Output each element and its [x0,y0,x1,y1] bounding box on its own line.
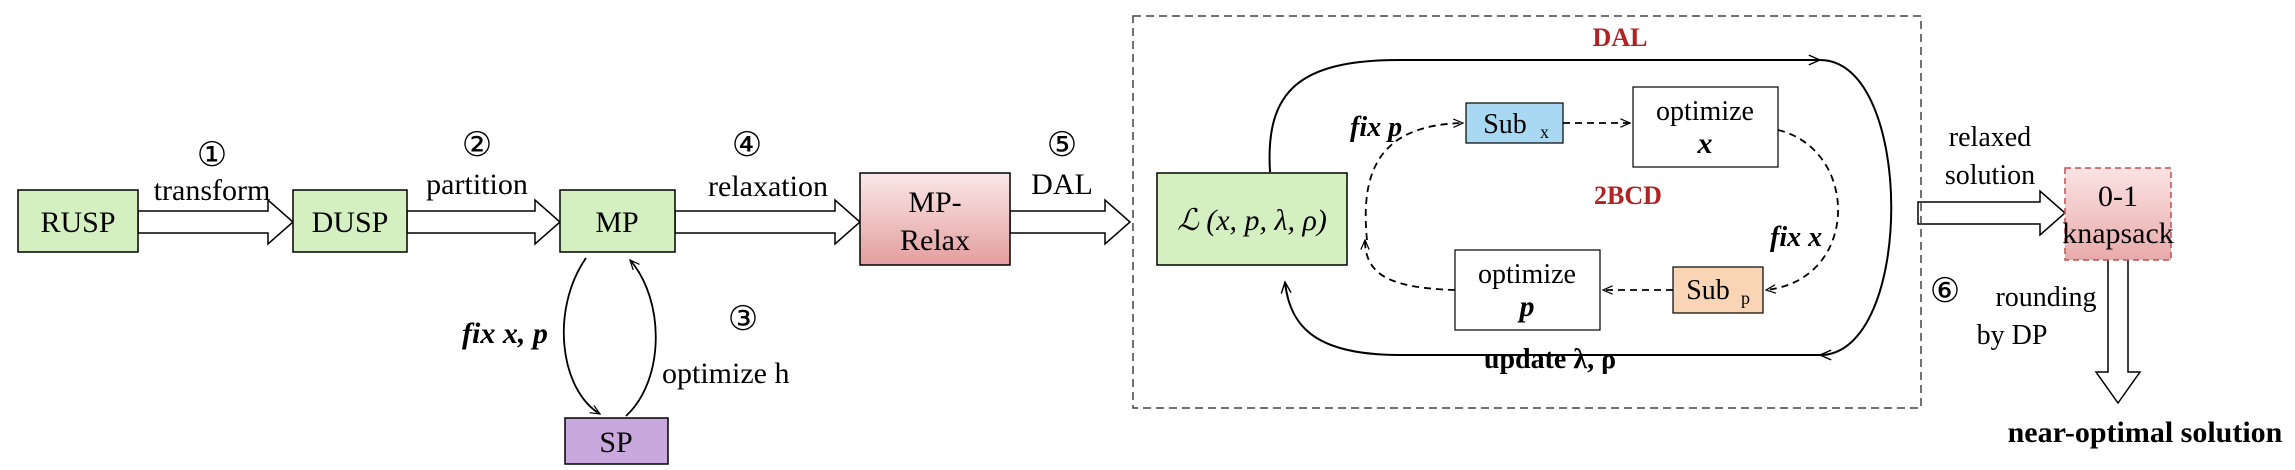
update-label: update λ, ρ [1484,344,1616,375]
optimize-p-box[interactable] [1454,249,1601,331]
arrow-optx-to-subp [1766,129,1839,290]
sub-x-label: Sub [1483,109,1527,140]
fix-xp-label: fix x, p [462,317,548,350]
step-2-number: ② [462,127,492,164]
dal-region-title: DAL [1593,23,1648,52]
lagrangian-label: ℒ (x, p, λ, ρ) [1177,204,1327,237]
arrow-dal-knapsack [1917,189,2067,237]
sub-p-subscript: p [1741,288,1750,308]
knapsack-label-2: knapsack [2062,217,2174,250]
sp-label: SP [599,426,632,459]
step-4-number: ④ [732,127,762,164]
arrow-knapsack-final [2094,257,2142,405]
arrow-mprelax-dal [1009,198,1132,246]
dusp-label: DUSP [312,206,389,239]
step-5-number: ⑤ [1047,127,1077,164]
step-4-label: relaxation [708,170,828,203]
relaxed-solution-label-1: relaxed [1949,122,2031,153]
rounding-label-2: by DP [1977,320,2048,351]
sub-p-label: Sub [1686,275,1730,306]
dusp-box[interactable] [292,189,408,253]
optimize-x-label-2: x [1697,127,1713,160]
mp-relax-label-1: MP- [908,186,961,219]
arrow-mp-mprelax [674,198,862,246]
mp-box[interactable] [559,189,676,253]
dal-region [1132,15,1922,409]
arrow-optp-to-lagrangian [1365,240,1456,291]
final-output-label: near-optimal solution [2008,416,2283,449]
sub-p-box[interactable] [1672,266,1764,314]
mp-relax-label-2: Relax [900,224,970,257]
knapsack-box[interactable] [2064,167,2172,261]
mp-label: MP [595,206,638,239]
fix-p-label: fix p [1350,112,1402,143]
step-2-label: partition [426,168,528,201]
lagrangian-box[interactable] [1156,172,1348,266]
rounding-label-1: rounding [1995,282,2096,313]
optimize-x-box[interactable] [1632,86,1779,168]
arrow-mp-to-sp [562,257,600,414]
step-6-number: ⑥ [1930,273,1960,310]
arrow-dal-right-loop [1820,59,1893,355]
sub-x-subscript: x [1540,122,1549,142]
arrow-dal-bottom-loop [1285,282,1820,356]
arrow-dal-top-loop [1268,60,1820,173]
optimize-p-label-2: p [1517,290,1535,323]
step-5-label: DAL [1031,168,1093,201]
sub-x-box[interactable] [1465,102,1564,144]
optimize-p-label-1: optimize [1478,259,1576,290]
bcd-region-title: 2BCD [1594,181,1662,210]
arrow-rusp-dusp [137,198,295,246]
arrow-bcd-left-to-subx [1364,123,1463,241]
optimize-h-label: optimize h [662,357,789,390]
rusp-label: RUSP [40,206,115,239]
step-1-label: transform [154,174,271,207]
mp-relax-box[interactable] [859,172,1011,266]
sp-box[interactable] [564,417,669,465]
knapsack-label-1: 0-1 [2098,180,2138,213]
fix-x-label: fix x [1770,222,1822,253]
relaxed-solution-label-2: solution [1945,160,2035,191]
step-1-number: ① [197,137,227,174]
arrow-dusp-mp [406,198,562,246]
optimize-x-label-1: optimize [1656,96,1754,127]
rusp-box[interactable] [17,189,139,253]
step-3-number: ③ [728,301,758,338]
arrow-sp-to-mp [625,260,657,417]
